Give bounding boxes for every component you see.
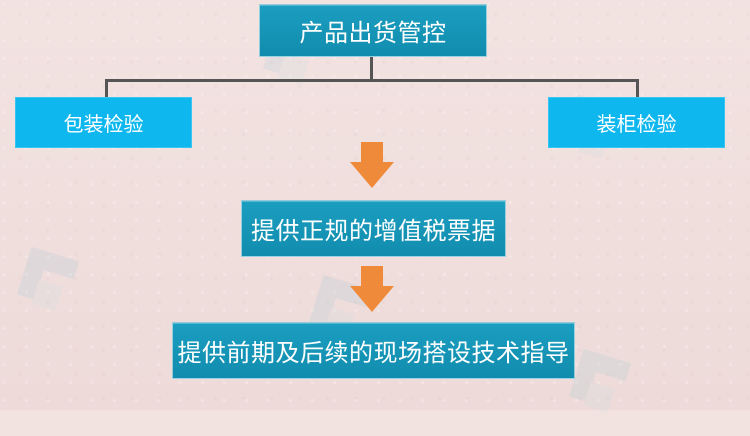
vat-invoice-label: 提供正规的增值税票据 — [251, 217, 496, 245]
container-loading-inspection-box: 装柜检验 — [548, 97, 725, 148]
top-vertical-connector — [370, 57, 373, 81]
watermark-icon — [538, 316, 657, 435]
down-arrow-icon — [350, 142, 394, 190]
down-arrow-icon — [350, 266, 394, 314]
packaging-inspection-box: 包装检验 — [15, 97, 192, 148]
horizontal-connector — [105, 79, 639, 82]
vat-invoice-box: 提供正规的增值税票据 — [241, 200, 506, 257]
watermark-icon — [0, 214, 106, 333]
right-branch-connector — [636, 79, 639, 97]
product-shipping-control-box: 产品出货管控 — [259, 4, 487, 57]
packaging-inspection-label: 包装检验 — [63, 112, 144, 136]
left-branch-connector — [105, 79, 108, 97]
container-loading-inspection-label: 装柜检验 — [596, 112, 677, 136]
product-shipping-control-label: 产品出货管控 — [299, 19, 447, 47]
onsite-technical-guidance-label: 提供前期及后续的现场搭设技术指导 — [177, 339, 570, 367]
onsite-technical-guidance-box: 提供前期及后续的现场搭设技术指导 — [172, 322, 575, 379]
